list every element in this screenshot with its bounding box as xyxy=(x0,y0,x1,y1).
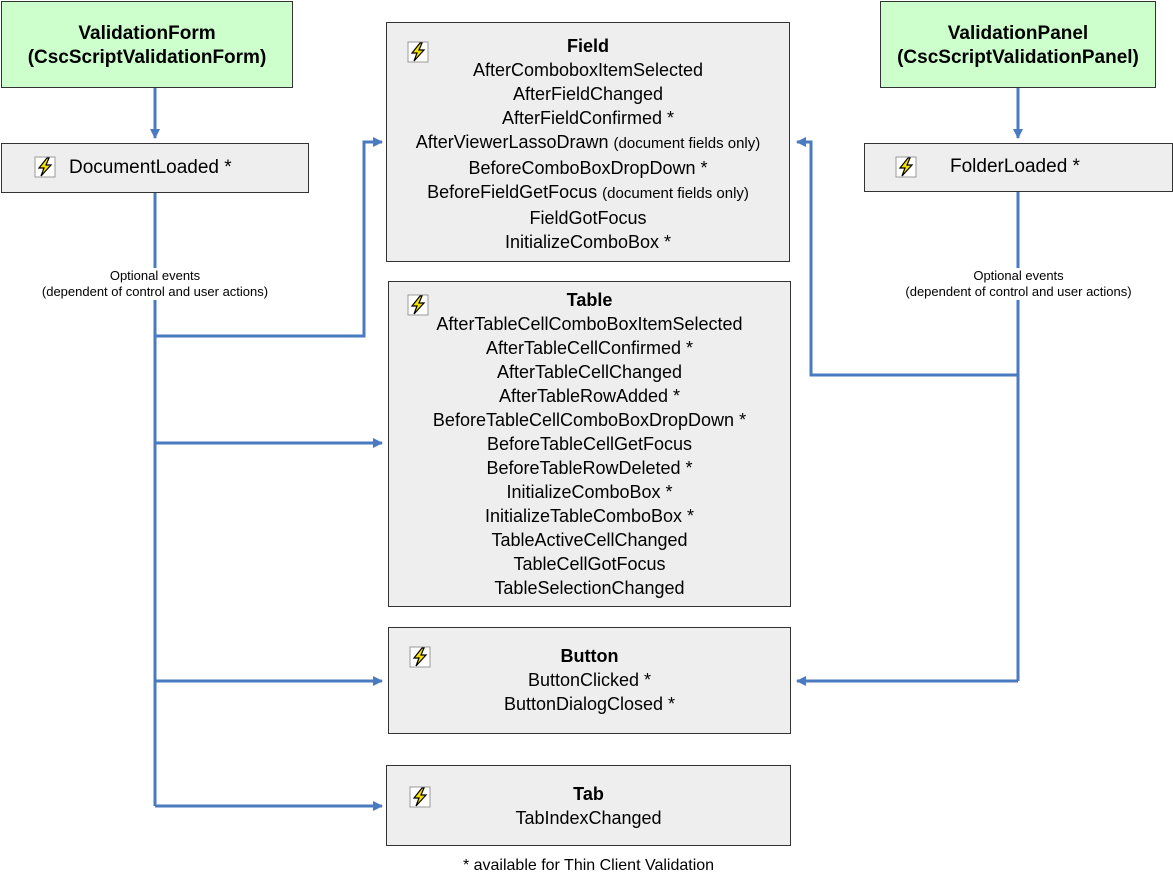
lightning-bolt-icon xyxy=(409,786,431,808)
button-events-box: Button ButtonClicked * ButtonDialogClose… xyxy=(388,627,791,734)
field-event: AfterFieldConfirmed * xyxy=(501,108,675,128)
field-event: AfterFieldChanged xyxy=(512,84,664,104)
field-title: Field xyxy=(566,36,609,56)
connector-right-to-field xyxy=(796,137,1018,377)
field-event: AfterComboboxItemSelected xyxy=(472,60,704,80)
tab-events-list: Tab TabIndexChanged xyxy=(387,782,790,830)
validation-form-title: ValidationForm xyxy=(78,23,216,44)
table-event: AfterTableCellChanged xyxy=(496,362,683,382)
optional-events-note-left: Optional events (dependent of control an… xyxy=(41,268,269,299)
lightning-bolt-icon xyxy=(407,41,429,63)
tab-title: Tab xyxy=(573,784,604,804)
button-event: ButtonClicked * xyxy=(527,670,652,690)
table-title: Table xyxy=(566,290,613,310)
tab-events-box: Tab TabIndexChanged xyxy=(386,765,791,846)
field-event: InitializeComboBox * xyxy=(504,232,672,252)
validation-panel-box: ValidationPanel (CscScriptValidationPane… xyxy=(880,1,1156,88)
lightning-bolt-icon xyxy=(895,156,917,178)
validation-form-box: ValidationForm (CscScriptValidationForm) xyxy=(1,1,293,88)
table-event: BeforeTableCellComboBoxDropDown * xyxy=(432,410,747,430)
lightning-bolt-icon xyxy=(409,646,431,668)
field-event-lasso: AfterViewerLassoDrawn (document fields o… xyxy=(415,132,761,152)
field-events-list: Field AfterComboboxItemSelected AfterFie… xyxy=(387,34,789,254)
table-event: AfterTableCellConfirmed * xyxy=(485,338,694,358)
field-events-box: Field AfterComboboxItemSelected AfterFie… xyxy=(386,22,790,262)
document-loaded-box: DocumentLoaded * xyxy=(1,143,309,193)
validation-form-class: (CscScriptValidationForm) xyxy=(27,47,267,68)
table-event: TableCellGotFocus xyxy=(513,554,666,574)
tab-event: TabIndexChanged xyxy=(515,808,662,828)
optional-events-note-right: Optional events (dependent of control an… xyxy=(905,268,1132,299)
footnote: * available for Thin Client Validation xyxy=(462,857,715,874)
table-event: BeforeTableRowDeleted * xyxy=(486,458,693,478)
lightning-bolt-icon xyxy=(34,156,56,178)
table-event: AfterTableCellComboBoxItemSelected xyxy=(436,314,743,334)
table-event: BeforeTableCellGetFocus xyxy=(486,434,693,454)
button-events-list: Button ButtonClicked * ButtonDialogClose… xyxy=(389,644,790,716)
field-event: FieldGotFocus xyxy=(529,208,647,228)
table-events-list: Table AfterTableCellComboBoxItemSelected… xyxy=(389,288,790,600)
folder-loaded-box: FolderLoaded * xyxy=(864,143,1173,192)
lightning-bolt-icon xyxy=(407,294,429,316)
validation-panel-title: ValidationPanel xyxy=(947,23,1089,44)
table-events-box: Table AfterTableCellComboBoxItemSelected… xyxy=(388,281,791,607)
table-event: AfterTableRowAdded * xyxy=(498,386,681,406)
table-event: InitializeTableComboBox * xyxy=(484,506,695,526)
table-event: InitializeComboBox * xyxy=(506,482,673,502)
document-loaded-label: DocumentLoaded * xyxy=(69,157,232,178)
field-event: BeforeComboBoxDropDown * xyxy=(468,158,708,178)
button-title: Button xyxy=(560,646,619,666)
connector-left-to-field xyxy=(155,137,383,338)
folder-loaded-label: FolderLoaded * xyxy=(950,156,1080,177)
button-event: ButtonDialogClosed * xyxy=(503,694,676,714)
table-event: TableActiveCellChanged xyxy=(491,530,688,550)
field-event-getfocus: BeforeFieldGetFocus (document fields onl… xyxy=(427,182,749,202)
table-event: TableSelectionChanged xyxy=(494,578,685,598)
validation-panel-class: (CscScriptValidationPanel) xyxy=(897,47,1139,68)
